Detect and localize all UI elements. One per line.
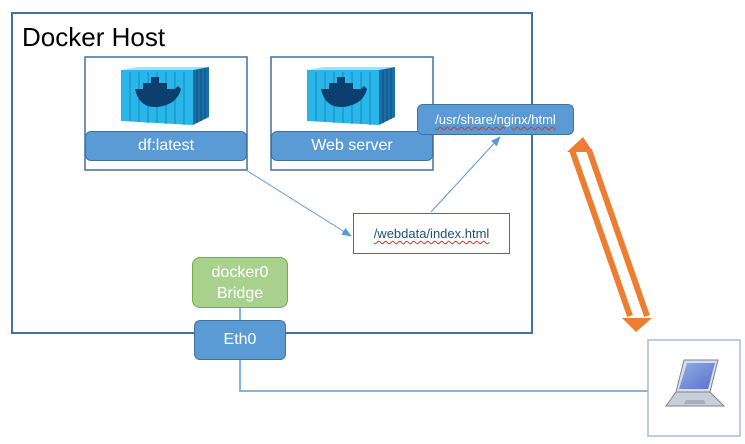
eth0-laptop-link (239, 360, 648, 392)
docker-container-icon (307, 67, 395, 125)
arrow-df-to-webdata (245, 169, 352, 237)
container-label-df[interactable]: df:latest (85, 131, 247, 161)
docker0-bridge[interactable]: docker0 Bridge (192, 257, 288, 308)
nginx-mount-path-text: /usr/share/nginx/html (435, 112, 556, 127)
webdata-volume-path[interactable]: /webdata/index.html (353, 213, 510, 254)
nginx-mount-path[interactable]: /usr/share/nginx/html (417, 104, 574, 135)
eth0-interface[interactable]: Eth0 (194, 320, 286, 360)
bridge-name: docker0 (211, 263, 269, 281)
arrow-webdata-to-nginx (430, 136, 501, 213)
laptop-icon (665, 359, 726, 407)
docker-container-icon (121, 67, 209, 125)
orange-double-arrow (566, 137, 653, 332)
bridge-type: Bridge (216, 284, 264, 302)
container-label-web[interactable]: Web server (271, 131, 433, 161)
docker-host-title: Docker Host (22, 22, 166, 52)
webdata-volume-path-text: /webdata/index.html (373, 226, 490, 241)
